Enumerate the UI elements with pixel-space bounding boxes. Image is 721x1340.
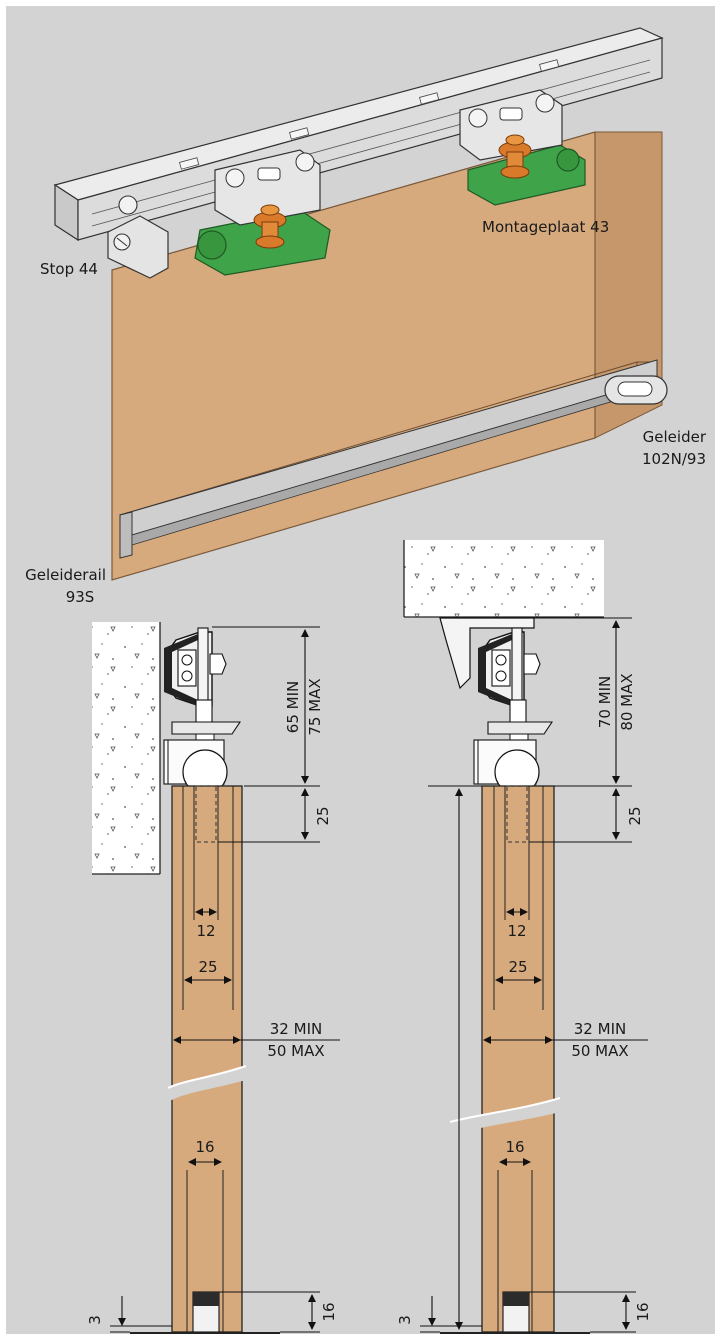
section-wall-mount: 65 MIN 75 MAX 25 12 25 32 MIN 50 MAX 16 … xyxy=(86,622,340,1334)
label-geleiderail-code: 93S xyxy=(66,588,95,606)
section-ceiling-mount: 70 MIN 80 MAX 25 12 25 32 MIN 50 MAX 16 … xyxy=(396,540,652,1334)
ceiling-concrete xyxy=(404,540,604,617)
door-section-left xyxy=(171,785,243,1333)
wall-concrete xyxy=(92,622,160,874)
dim-right-door-min: 32 MIN xyxy=(574,1020,626,1038)
dim-left-depth: 25 xyxy=(314,806,332,825)
label-geleiderail: Geleiderail xyxy=(25,566,106,584)
dim-left-bottom-groove: 16 xyxy=(195,1138,214,1156)
dim-right-depth: 25 xyxy=(626,806,644,825)
stop-44 xyxy=(107,195,169,279)
dim-left-bottom-height: 16 xyxy=(320,1302,338,1321)
dim-right-floor-gap: 3 xyxy=(396,1315,414,1325)
dim-left-height-max: 75 MAX xyxy=(306,678,324,735)
dim-left-groove-width: 25 xyxy=(198,958,217,976)
left-carriage xyxy=(194,149,331,276)
dim-right-door-max: 50 MAX xyxy=(571,1042,628,1060)
dim-left-height-min: 65 MIN xyxy=(284,681,302,733)
label-geleider-code: 102N/93 xyxy=(642,450,706,468)
right-carriage xyxy=(459,89,586,206)
dim-left-floor-gap: 3 xyxy=(86,1315,104,1325)
dim-right-height-max: 80 MAX xyxy=(618,673,636,730)
dim-right-bottom-groove: 16 xyxy=(505,1138,524,1156)
dim-left-door-max: 50 MAX xyxy=(267,1042,324,1060)
dim-right-height-min: 70 MIN xyxy=(596,676,614,728)
guide-102n-93 xyxy=(604,375,668,405)
dim-left-door-min: 32 MIN xyxy=(270,1020,322,1038)
label-geleider: Geleider xyxy=(643,428,707,446)
dim-right-slot-width: 12 xyxy=(507,922,526,940)
dim-right-bottom-height: 16 xyxy=(634,1302,652,1321)
dim-right-groove-width: 25 xyxy=(508,958,527,976)
label-montageplaat-43: Montageplaat 43 xyxy=(482,218,609,236)
dim-left-slot-width: 12 xyxy=(196,922,215,940)
label-stop-44: Stop 44 xyxy=(40,260,98,278)
